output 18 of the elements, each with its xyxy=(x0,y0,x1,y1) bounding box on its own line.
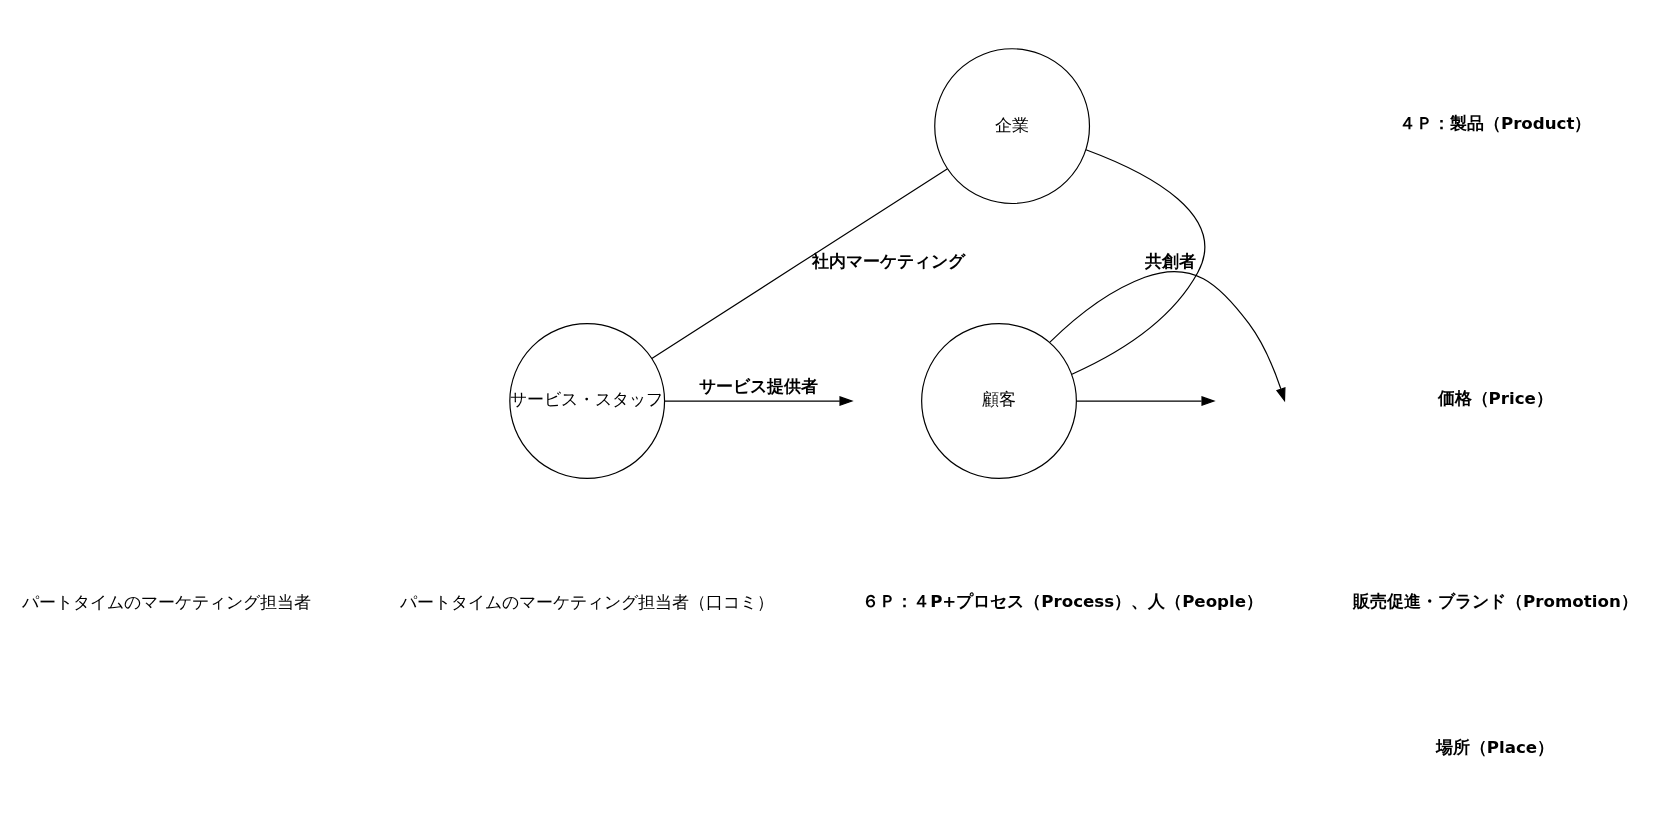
node-circle: サービス・スタッフ xyxy=(509,323,666,480)
node-circle: 企業 xyxy=(934,48,1091,205)
edge-label: 共創者 xyxy=(1144,251,1196,271)
arrow xyxy=(664,396,854,407)
label: パートタイムのマーケティング担当者 xyxy=(22,592,312,612)
label: 販売促進・ブランド（Promotion） xyxy=(1353,591,1638,611)
arrow xyxy=(1075,396,1216,407)
label: 価格（Price） xyxy=(1437,389,1553,409)
arrow xyxy=(1049,270,1286,403)
label: ６Ｐ：４P+プロセス（Process）、人（People） xyxy=(862,591,1264,611)
edge-label: 社内マーケティング xyxy=(812,251,966,271)
label: 場所（Place） xyxy=(1435,738,1555,758)
node-circle: 顧客 xyxy=(921,323,1077,480)
edge-label: サービス提供者 xyxy=(698,376,818,396)
label: ４Ｐ：製品（Product） xyxy=(1398,114,1592,134)
label: パートタイムのマーケティング担当者（口コミ） xyxy=(400,592,775,612)
connector xyxy=(651,168,948,359)
connector xyxy=(1071,149,1206,375)
